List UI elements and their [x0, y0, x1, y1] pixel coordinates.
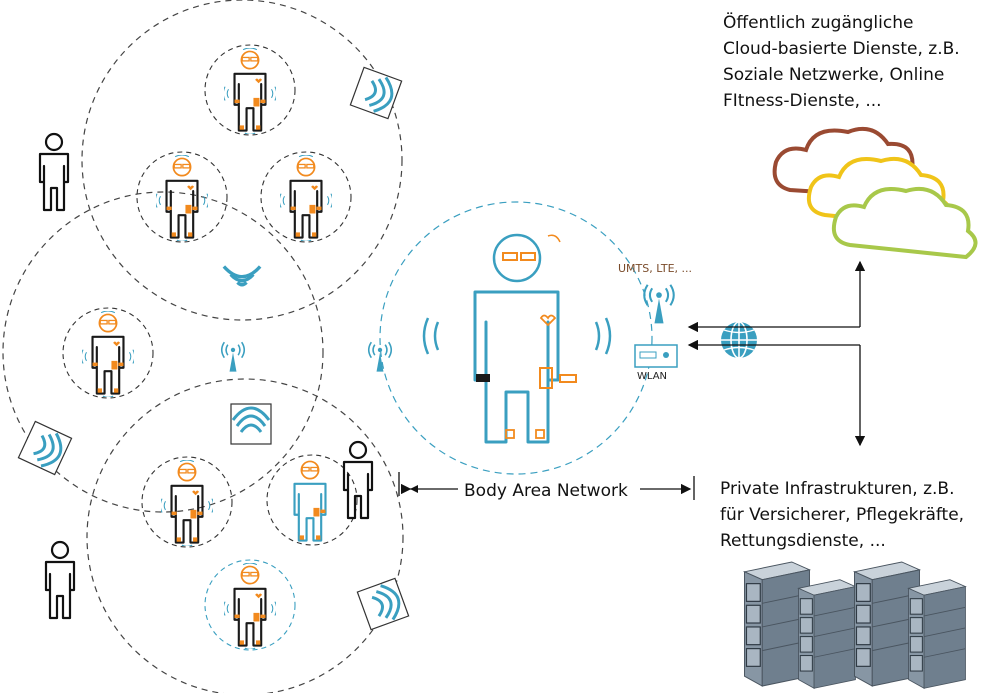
cluster-top	[81, 0, 403, 321]
cloud-icon	[772, 127, 978, 260]
wlan-label: WLAN	[637, 371, 668, 382]
body-area-network-label: Body Area Network	[462, 481, 630, 501]
wearable-sensor-person-icon	[82, 311, 134, 397]
personal-network-circle	[136, 151, 228, 243]
sensor-tile-icon	[348, 65, 404, 121]
personal-network-circle	[62, 307, 154, 399]
cloud-services-line: Soziale Netzwerke, Online	[723, 65, 945, 85]
cloud-services-description: Öffentlich zugängliche Cloud-basierte Di…	[723, 10, 960, 114]
body-area-network-circle	[379, 201, 653, 475]
private-infrastructure-line: für Versicherer, Pflegekräfte,	[720, 505, 965, 525]
wearable-sensor-person-icon	[224, 48, 276, 134]
person-icon	[44, 540, 76, 620]
antenna-icon	[367, 341, 393, 373]
wearable-sensor-person-icon	[293, 460, 327, 542]
personal-network-circle	[141, 456, 233, 548]
globe-icon	[721, 321, 757, 359]
connection-lines	[398, 260, 866, 500]
wearable-sensor-person-icon	[224, 563, 276, 649]
wearable-sensor-person-icon	[161, 460, 213, 546]
sensor-tile-icon	[229, 402, 273, 446]
server-rack-icon	[797, 579, 857, 689]
private-infrastructure-line: Private Infrastrukturen, z.B.	[720, 479, 955, 499]
person-icon	[342, 440, 374, 520]
wifi-signal-icon	[222, 264, 262, 287]
antenna-icon	[220, 341, 246, 373]
wearable-sensor-person-icon	[280, 155, 332, 241]
personal-network-circle	[260, 151, 352, 243]
wearable-sensor-person-icon	[156, 155, 208, 241]
router-icon	[634, 344, 678, 368]
person-icon	[38, 132, 70, 212]
network-cluster-circles	[2, 0, 404, 693]
cloud-services-line: Cloud-basierte Dienste, z.B.	[723, 39, 960, 59]
personal-network-circle	[266, 454, 358, 546]
personal-network-circle	[204, 559, 296, 651]
cloud-services-line: Öffentlich zugängliche	[723, 13, 914, 33]
cluster-bottom	[86, 378, 404, 693]
sensor-tile-icon	[355, 576, 411, 632]
sensor-tile-icon	[16, 419, 74, 477]
cloud-services-line: FItness-Dienste, ...	[723, 91, 882, 111]
cluster-middle	[2, 191, 324, 513]
private-infrastructure-description: Private Infrastrukturen, z.B. für Versic…	[720, 476, 964, 554]
mobile-network-label: UMTS, LTE, ...	[618, 262, 693, 275]
server-rack-icon	[907, 579, 967, 689]
personal-network-circle	[204, 44, 296, 136]
private-infrastructure-line: Rettungsdienste, ...	[720, 531, 886, 551]
antenna-icon	[643, 283, 675, 325]
body-area-network-person	[422, 233, 612, 444]
